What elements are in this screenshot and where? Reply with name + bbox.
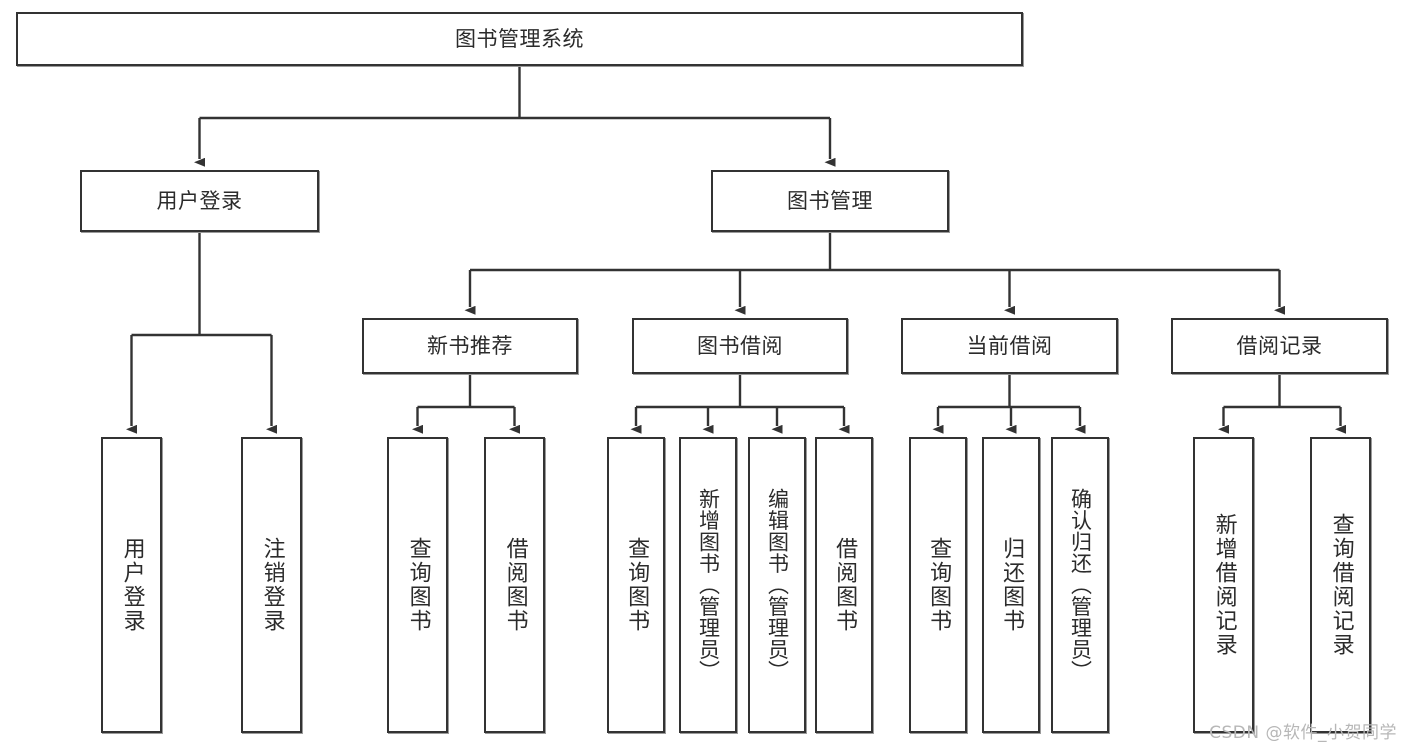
node-label: 用户登录	[156, 188, 243, 213]
leaf-node-查询图书[interactable]: 查询图书	[607, 437, 665, 733]
leaf-node-新增图书管理员[interactable]: 新增图书（管理员）	[679, 437, 737, 733]
leaf-node-借阅图书[interactable]: 借阅图书	[484, 437, 545, 733]
group-node-新书推荐[interactable]: 新书推荐	[362, 318, 578, 374]
node-label: 查询图书	[624, 537, 650, 633]
node-label: 图书管理系统	[455, 26, 584, 51]
node-label: 确认归还（管理员）	[1068, 488, 1093, 682]
leaf-node-确认归还管理员[interactable]: 确认归还（管理员）	[1051, 437, 1109, 733]
root-node-图书管理系统[interactable]: 图书管理系统	[16, 12, 1023, 66]
group-node-图书借阅[interactable]: 图书借阅	[632, 318, 848, 374]
branch-node-用户登录[interactable]: 用户登录	[80, 170, 319, 232]
node-label: 查询图书	[926, 537, 952, 633]
node-label: 新增借阅记录	[1211, 513, 1237, 657]
leaf-node-注销登录[interactable]: 注销登录	[241, 437, 302, 733]
node-label: 注销登录	[259, 537, 285, 633]
leaf-node-查询借阅记录[interactable]: 查询借阅记录	[1310, 437, 1371, 733]
leaf-node-查询图书[interactable]: 查询图书	[909, 437, 967, 733]
node-label: 查询借阅记录	[1328, 513, 1354, 657]
leaf-node-归还图书[interactable]: 归还图书	[982, 437, 1040, 733]
node-label: 新书推荐	[427, 333, 513, 358]
node-label: 编辑图书（管理员）	[765, 488, 790, 682]
group-node-借阅记录[interactable]: 借阅记录	[1171, 318, 1388, 374]
leaf-node-查询图书[interactable]: 查询图书	[387, 437, 448, 733]
node-label: 归还图书	[999, 537, 1025, 633]
node-label: 借阅记录	[1236, 333, 1323, 358]
branch-node-图书管理[interactable]: 图书管理	[711, 170, 949, 232]
leaf-node-借阅图书[interactable]: 借阅图书	[815, 437, 873, 733]
group-node-当前借阅[interactable]: 当前借阅	[901, 318, 1118, 374]
leaf-node-编辑图书管理员[interactable]: 编辑图书（管理员）	[748, 437, 806, 733]
node-label: 图书管理	[787, 188, 873, 213]
node-label: 图书借阅	[697, 333, 783, 358]
node-label: 借阅图书	[832, 537, 858, 633]
leaf-node-新增借阅记录[interactable]: 新增借阅记录	[1193, 437, 1254, 733]
node-label: 借阅图书	[502, 537, 528, 633]
node-label: 新增图书（管理员）	[696, 488, 721, 682]
node-label: 查询图书	[405, 537, 431, 633]
node-label: 用户登录	[119, 537, 145, 633]
leaf-node-用户登录[interactable]: 用户登录	[101, 437, 162, 733]
node-label: 当前借阅	[966, 333, 1053, 358]
csdn-watermark: CSDN @软件_小贺同学	[1209, 723, 1397, 743]
